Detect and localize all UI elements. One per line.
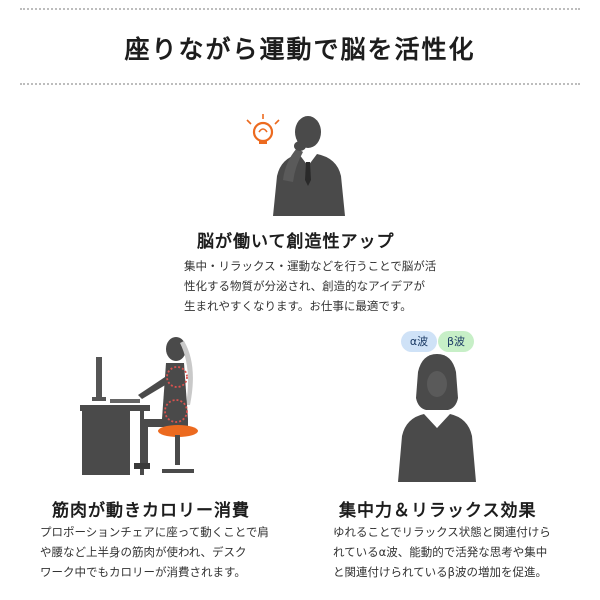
section-heading-creativity: 脳が働いて創造性アップ [197, 232, 395, 252]
beta-wave-badge: β波 [438, 331, 474, 352]
office-worker-icon [80, 337, 198, 475]
text-line: プロポーションチェアに座って動くことで肩 [40, 525, 269, 539]
text-line: と関連付けられているβ波の増加を促進。 [333, 565, 547, 579]
text-line: 集中・リラックス・運動などを行うことで脳が活 [184, 259, 437, 273]
text-line: 生まれやすくなります。お仕事に最適です。 [184, 299, 412, 313]
text-line: ゆれることでリラックス状態と関連付けら [333, 525, 551, 539]
alpha-wave-badge: α波 [401, 331, 437, 352]
section-heading-focus: 集中力＆リラックス効果 [339, 501, 537, 521]
lightbulb-icon [246, 114, 280, 144]
text-line: 性化する物質が分泌され、創造的なアイデアが [184, 279, 426, 293]
woman-brain-icon [398, 354, 476, 482]
section-text-creativity: 集中・リラックス・運動などを行うことで脳が活 性化する物質が分泌され、創造的なア… [184, 256, 436, 316]
page-title: 座りながら運動で脳を活性化 [124, 35, 476, 64]
section-text-focus: ゆれることでリラックス状態と関連付けら れているα波、能動的で活発な思考や集中 … [333, 522, 551, 582]
section-text-calorie: プロポーションチェアに座って動くことで肩 や腰など上半身の筋肉が使われ、デスク … [40, 522, 269, 582]
text-line: や腰など上半身の筋肉が使われ、デスク [40, 545, 247, 559]
text-line: ワーク中でもカロリーが消費されます。 [40, 565, 246, 579]
top-divider [20, 8, 580, 10]
section-heading-calorie: 筋肉が動きカロリー消費 [52, 501, 250, 521]
thinking-man-icon [246, 114, 345, 216]
text-line: れているα波、能動的で活発な思考や集中 [333, 545, 548, 559]
title-divider [20, 83, 580, 85]
